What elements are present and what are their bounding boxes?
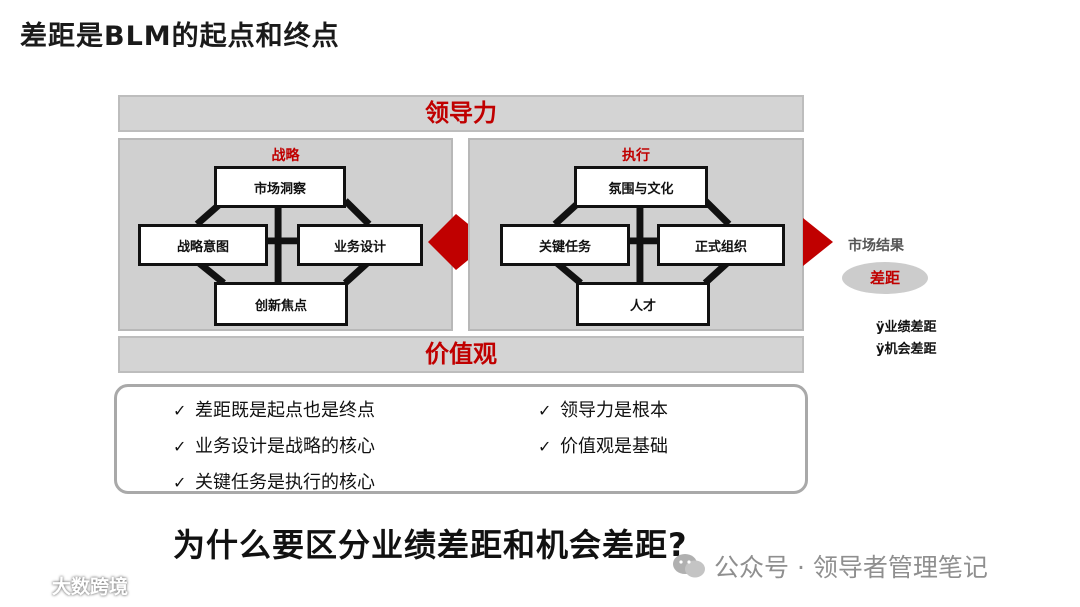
market-result-label: 市场结果 (848, 238, 904, 254)
wechat-icon (673, 554, 705, 578)
check-icon: ✓ (538, 437, 552, 456)
node-innovation-focus: 创新焦点 (214, 282, 348, 326)
opportunity-gap-item: ÿ机会差距 (876, 342, 937, 357)
node-market-insight: 市场洞察 (214, 166, 346, 208)
execution-panel: 执行 氛围与文化 关键任务 正式组织 人才 (468, 138, 804, 331)
node-key-tasks: 关键任务 (500, 224, 630, 266)
node-formal-organization: 正式组织 (657, 224, 785, 266)
key-points-box: ✓差距既是起点也是终点 ✓业务设计是战略的核心 ✓关键任务是执行的核心 ✓领导力… (114, 384, 808, 494)
wechat-watermark: 公众号 · 领导者管理笔记 (672, 548, 988, 584)
brand-logo-icon (8, 577, 46, 594)
check-icon: ✓ (173, 473, 187, 492)
question-heading: 为什么要区分业绩差距和机会差距? (173, 526, 688, 564)
brand-text: 大数跨境 (52, 576, 129, 598)
values-band: 价值观 (118, 336, 804, 373)
strategy-to-execution-arrow (428, 214, 490, 270)
execution-label: 执行 (622, 148, 650, 164)
strategy-panel: 战略 市场洞察 战略意图 业务设计 创新焦点 (118, 138, 453, 331)
check-icon: ✓ (173, 437, 187, 456)
strategy-label: 战略 (271, 148, 300, 164)
point-item: ✓关键任务是执行的核心 (173, 472, 375, 493)
node-strategic-intent: 战略意图 (138, 224, 268, 266)
check-icon: ✓ (538, 401, 552, 420)
point-item: ✓领导力是根本 (538, 400, 668, 421)
leadership-band: 领导力 (118, 95, 804, 132)
node-business-design: 业务设计 (297, 224, 423, 266)
slide-title: 差距是BLM的起点和终点 (20, 21, 340, 52)
execution-to-result-arrow (803, 218, 833, 266)
gap-pill: 差距 (842, 262, 928, 294)
watermark-text: 公众号 · 领导者管理笔记 (714, 553, 988, 582)
brand-watermark: 大数跨境 (8, 572, 128, 599)
node-climate-culture: 氛围与文化 (574, 166, 708, 208)
check-icon: ✓ (173, 401, 187, 420)
point-item: ✓业务设计是战略的核心 (173, 436, 375, 457)
performance-gap-item: ÿ业绩差距 (876, 320, 937, 335)
point-item: ✓价值观是基础 (538, 436, 668, 457)
node-talent: 人才 (576, 282, 710, 326)
point-item: ✓差距既是起点也是终点 (173, 400, 375, 421)
